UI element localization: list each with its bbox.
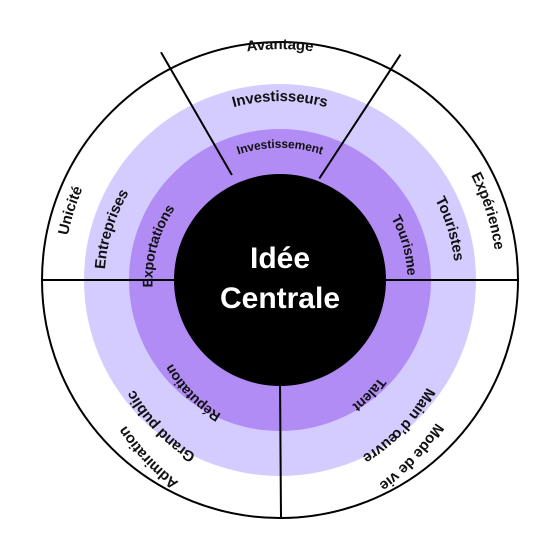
- center-title-line2: Centrale: [220, 282, 340, 315]
- divider-line: [160, 51, 233, 176]
- center-circle: [174, 174, 386, 386]
- outer-label-avantage: Avantage: [245, 36, 314, 55]
- divider-line: [279, 379, 282, 519]
- divider-line: [318, 54, 402, 180]
- sector-dividers: [42, 51, 518, 519]
- ring3-label-investissement: Investissement: [235, 137, 325, 158]
- center-title-line1: Idée: [250, 242, 310, 275]
- ring2-label-investisseurs: Investisseurs: [230, 88, 329, 111]
